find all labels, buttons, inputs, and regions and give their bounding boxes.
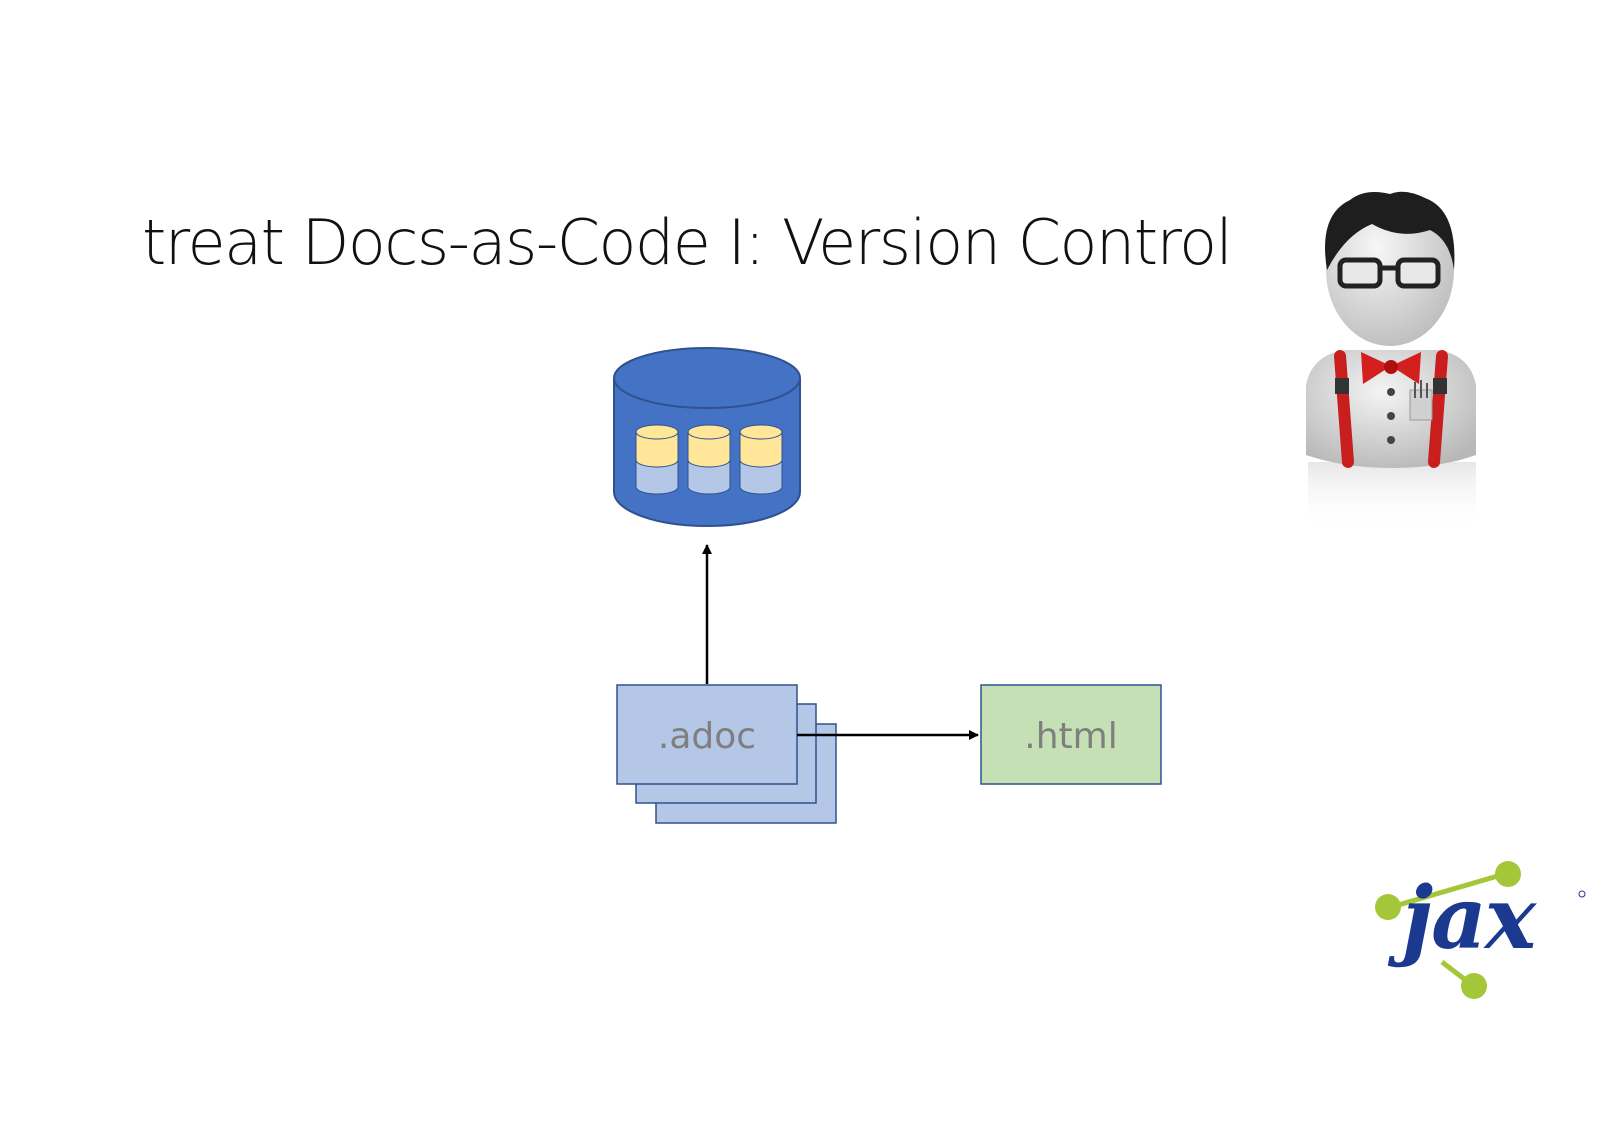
adoc-label: .adoc <box>658 716 756 757</box>
slide-title: treat Docs-as-Code I: Version Control <box>142 206 1233 279</box>
jax-logo-text: jax <box>1387 868 1538 969</box>
html-label: .html <box>1024 716 1117 757</box>
jax-logo: jax <box>1375 861 1586 999</box>
database-cylinders <box>635 424 783 495</box>
nerd-character-icon <box>1306 191 1476 530</box>
document-stack-icon <box>616 684 837 824</box>
database-icon <box>613 347 801 527</box>
html-box <box>980 684 1162 785</box>
